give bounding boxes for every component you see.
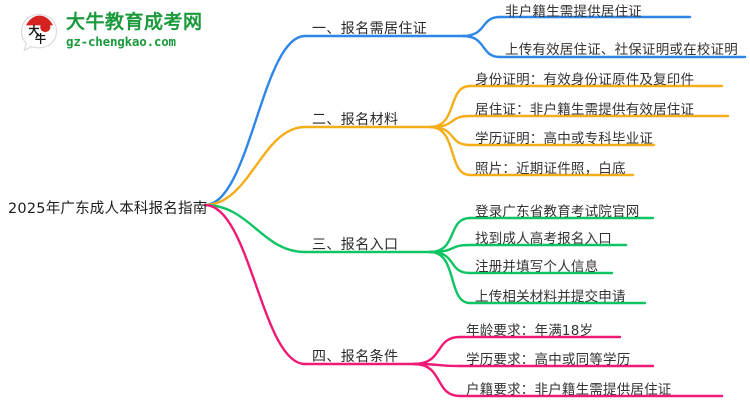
leaf-node-2-3[interactable]: 学历证明：高中或专科毕业证 (475, 131, 654, 147)
mindmap-root-node[interactable]: 2025年广东成人本科报名指南 (8, 201, 208, 217)
logo-text: 大牛教育成考网 gz-chengkao.com (66, 10, 203, 50)
leaf-node-2-1[interactable]: 身份证明：有效身份证原件及复印件 (475, 72, 695, 88)
leaf-node-1-2[interactable]: 上传有效居住证、社保证明或在校证明 (505, 42, 738, 58)
leaf-node-3-2[interactable]: 找到成人高考报名入口 (475, 231, 612, 247)
branch-node-3[interactable]: 三、报名入口 (312, 237, 399, 253)
logo-mark-icon: 大 牛 (18, 12, 60, 54)
site-logo: 大 牛 大牛教育成考网 gz-chengkao.com (18, 10, 248, 58)
leaf-node-2-4[interactable]: 照片：近期证件照，白底 (475, 161, 626, 177)
leaf-node-2-2[interactable]: 居住证：非户籍生需提供有效居住证 (475, 102, 695, 118)
svg-text:大: 大 (29, 23, 40, 37)
branch-node-4[interactable]: 四、报名条件 (312, 349, 399, 365)
leaf-node-4-3[interactable]: 户籍要求：非户籍生需提供居住证 (466, 382, 672, 398)
logo-title: 大牛教育成考网 (66, 11, 203, 33)
leaf-node-3-3[interactable]: 注册并填写个人信息 (475, 259, 599, 275)
logo-domain: gz-chengkao.com (66, 34, 176, 49)
branch-node-2[interactable]: 二、报名材料 (312, 112, 399, 128)
leaf-node-4-2[interactable]: 学历要求：高中或同等学历 (466, 352, 631, 368)
branch-4-connector (203, 203, 724, 398)
leaf-node-3-1[interactable]: 登录广东省教育考试院官网 (475, 204, 640, 220)
leaf-node-3-4[interactable]: 上传相关材料并提交申请 (475, 289, 626, 305)
leaf-node-1-1[interactable]: 非户籍生需提供居住证 (505, 4, 642, 20)
branch-node-1[interactable]: 一、报名需居住证 (312, 21, 428, 37)
svg-text:牛: 牛 (35, 32, 46, 46)
leaf-node-4-1[interactable]: 年龄要求：年满18岁 (466, 323, 594, 339)
